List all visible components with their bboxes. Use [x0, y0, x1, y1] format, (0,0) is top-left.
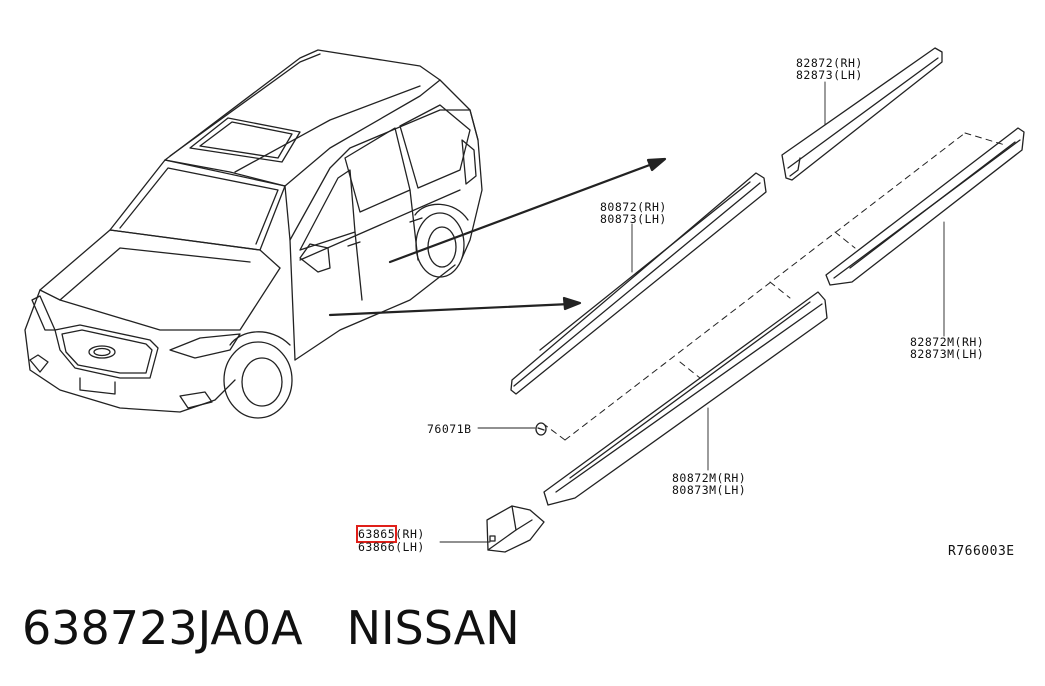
bracket-part	[486, 505, 545, 553]
diagram-drawing	[24, 47, 1025, 553]
label-80872-rh: 80872(RH)	[600, 200, 667, 214]
caption: 638723JA0A NISSAN	[22, 596, 520, 660]
pointer-arrows	[328, 157, 667, 317]
label-82873m-lh: 82873M(LH)	[910, 347, 985, 361]
label-80873m-lh: 80873M(LH)	[672, 483, 747, 497]
lower-molding-rear	[543, 291, 828, 506]
upper-molding-rear	[825, 127, 1025, 286]
lower-molding-front	[510, 172, 767, 395]
label-80873-lh: 80873(LH)	[600, 212, 667, 226]
label-76071b: 76071B	[427, 422, 472, 436]
reference-code: R766003E	[948, 544, 1015, 559]
label-82873-lh: 82873(LH)	[796, 68, 863, 82]
part-number: 638723JA0A	[22, 601, 303, 655]
leader-lines	[439, 81, 945, 543]
label-63865-side: (RH)	[395, 527, 425, 541]
label-63866-lh: 63866(LH)	[358, 540, 425, 554]
label-82872-rh: 82872(RH)	[796, 56, 863, 70]
label-63865-rh: 63865(RH)	[355, 525, 425, 543]
vehicle-drawing	[24, 49, 483, 419]
highlighted-part-number: 63865	[355, 525, 398, 543]
parts-diagram: 82872(RH) 82873(LH) 80872(RH) 80873(LH) …	[24, 47, 1025, 559]
label-80872m-rh: 80872M(RH)	[672, 471, 747, 485]
clip-part	[535, 422, 547, 436]
upper-molding-front	[781, 47, 943, 181]
manufacturer-name: NISSAN	[346, 601, 520, 655]
label-82872m-rh: 82872M(RH)	[910, 335, 985, 349]
